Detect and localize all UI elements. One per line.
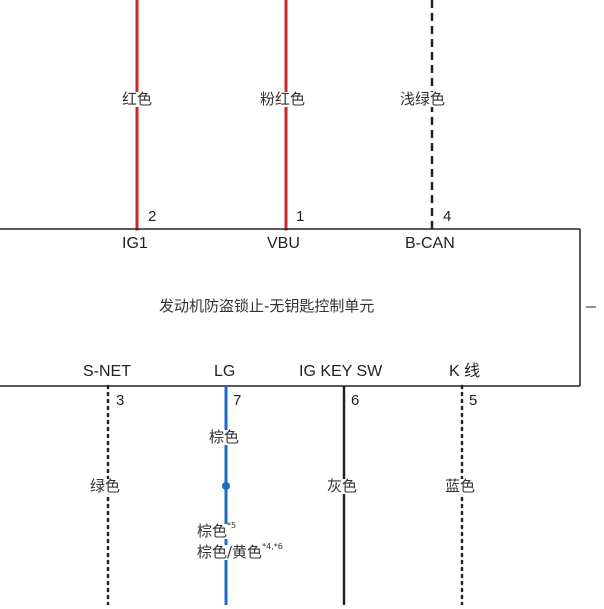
signal-snet: S-NET — [83, 363, 131, 380]
pin-number-k-line: 5 — [469, 392, 478, 409]
pin-number-bcan: 4 — [443, 208, 452, 225]
wire-color-k-line: 蓝色 — [444, 477, 477, 495]
pin-number-vbu: 1 — [296, 208, 305, 225]
wire-color-ig1: 红色 — [121, 90, 154, 108]
pin-number-ig-key-sw: 6 — [351, 392, 360, 409]
splice-label-1: 棕色*5 — [196, 521, 238, 540]
wire-color-vbu: 粉红色 — [259, 90, 307, 108]
signal-vbu: VBU — [267, 235, 300, 252]
splice-point — [222, 482, 230, 490]
pin-number-lg: 7 — [233, 392, 242, 409]
splice-label-2: 棕色/黄色*4,*6 — [196, 542, 284, 561]
signal-lg: LG — [214, 363, 236, 380]
pin-number-ig1: 2 — [148, 208, 157, 225]
wire-color-lg: 棕色 — [208, 428, 241, 446]
pin-number-snet: 3 — [116, 392, 125, 409]
signal-ig-key-sw: IG KEY SW — [299, 363, 383, 380]
unit-label: 发动机防盗锁止-无钥匙控制单元 — [159, 297, 375, 315]
wire-color-ig-key-sw: 灰色 — [326, 477, 359, 495]
signal-k-line: K 线 — [449, 363, 481, 380]
wire-color-bcan: 浅绿色 — [399, 90, 447, 108]
signal-ig1: IG1 — [122, 235, 148, 252]
signal-bcan: B-CAN — [405, 235, 455, 252]
wire-color-snet: 绿色 — [89, 477, 122, 495]
footnote-marker-2: *4,*6 — [262, 542, 283, 551]
footnote-marker-1: *5 — [227, 521, 237, 530]
